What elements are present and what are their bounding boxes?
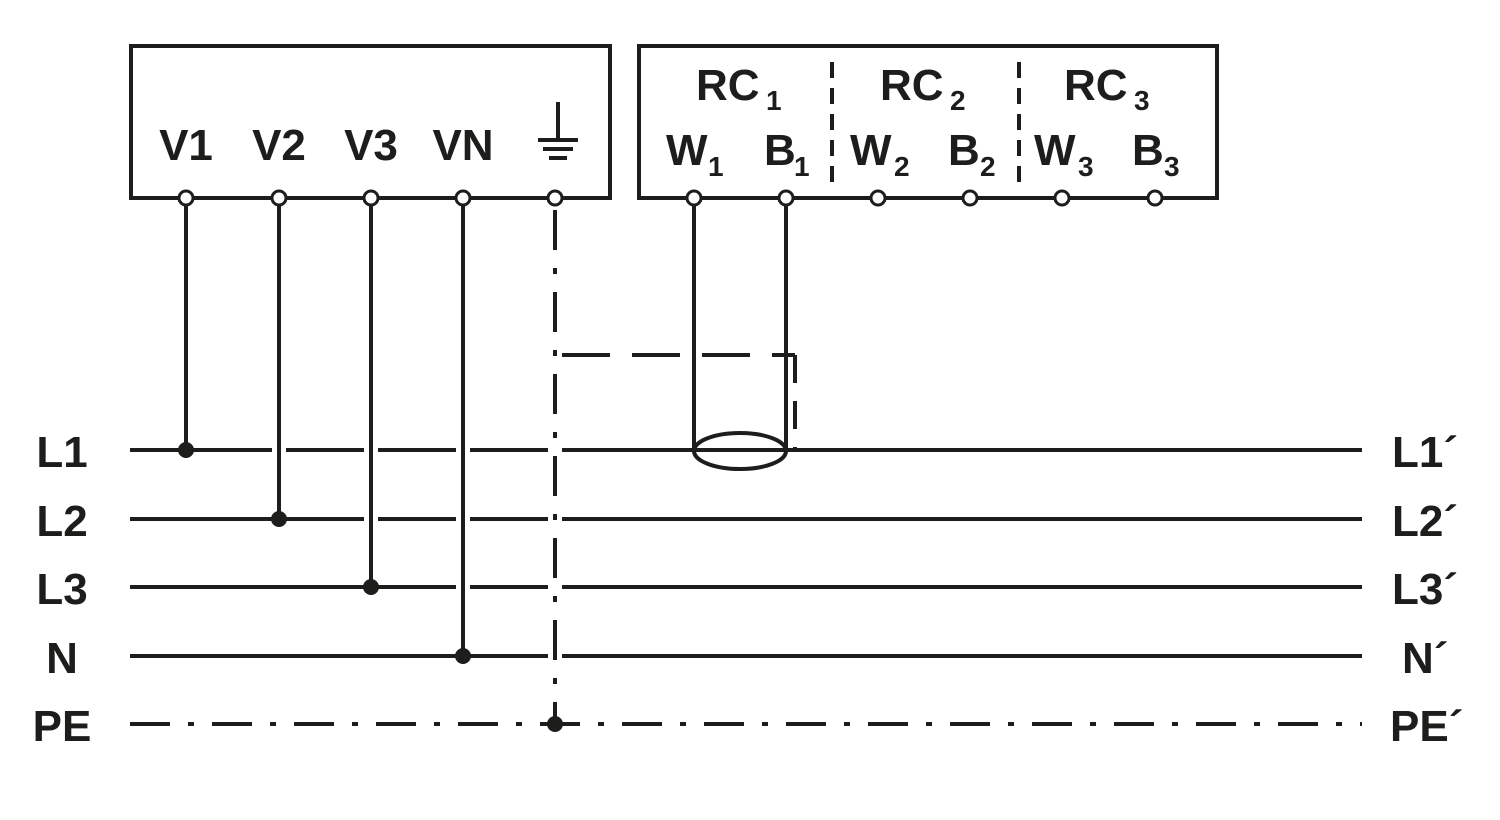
terminal-w1 (685, 189, 703, 207)
terminal-label-vn: VN (432, 121, 493, 170)
label-n: N (46, 634, 78, 683)
terminal-label-v1: V1 (159, 121, 213, 170)
junction-dot (455, 648, 471, 664)
label-pe-out: PE´ (1390, 702, 1463, 751)
label-pe: PE (33, 702, 92, 751)
svg-text:3: 3 (1134, 85, 1150, 116)
svg-text:W: W (1034, 126, 1076, 175)
junction-dot (547, 716, 563, 732)
terminals (177, 189, 1164, 207)
label-l2-out: L2´ (1392, 497, 1458, 546)
current-transformer-icon (692, 431, 788, 471)
svg-text:RC: RC (1064, 61, 1128, 110)
terminal-w2 (869, 189, 887, 207)
label-l2: L2 (36, 497, 87, 546)
svg-text:1: 1 (766, 85, 782, 116)
terminal-b2 (961, 189, 979, 207)
label-l1-out: L1´ (1392, 428, 1458, 477)
rc-channel-2: RC 2 W 2 B 2 (850, 61, 996, 182)
svg-text:2: 2 (894, 151, 910, 182)
terminal-ground (546, 189, 564, 207)
svg-text:B: B (948, 126, 980, 175)
terminal-label-v2: V2 (252, 121, 306, 170)
rc-channel-3: RC 3 W 3 B 3 (1034, 61, 1180, 182)
label-l3-out: L3´ (1392, 565, 1458, 614)
label-l3: L3 (36, 565, 87, 614)
svg-text:2: 2 (980, 151, 996, 182)
junction-dot (178, 442, 194, 458)
terminal-v2 (270, 189, 288, 207)
terminal-w3 (1053, 189, 1071, 207)
terminal-b3 (1146, 189, 1164, 207)
svg-text:1: 1 (794, 151, 810, 182)
svg-text:RC: RC (880, 61, 944, 110)
svg-text:B: B (1132, 126, 1164, 175)
terminal-label-v3: V3 (344, 121, 398, 170)
terminal-v3 (362, 189, 380, 207)
svg-text:RC: RC (696, 61, 760, 110)
svg-text:3: 3 (1078, 151, 1094, 182)
label-n-out: N´ (1402, 634, 1448, 683)
terminal-vn (454, 189, 472, 207)
svg-text:3: 3 (1164, 151, 1180, 182)
terminal-b1 (777, 189, 795, 207)
ground-icon (538, 102, 578, 160)
junction-dot (363, 579, 379, 595)
junctions (178, 442, 563, 732)
svg-text:W: W (850, 126, 892, 175)
terminal-v1 (177, 189, 195, 207)
svg-text:2: 2 (950, 85, 966, 116)
label-l1: L1 (36, 428, 87, 477)
residual-current-block (637, 44, 1219, 200)
svg-text:B: B (764, 126, 796, 175)
junction-dot (271, 511, 287, 527)
svg-text:1: 1 (708, 151, 724, 182)
svg-text:W: W (666, 126, 708, 175)
rc-channel-1: RC 1 W 1 B 1 (666, 61, 810, 182)
